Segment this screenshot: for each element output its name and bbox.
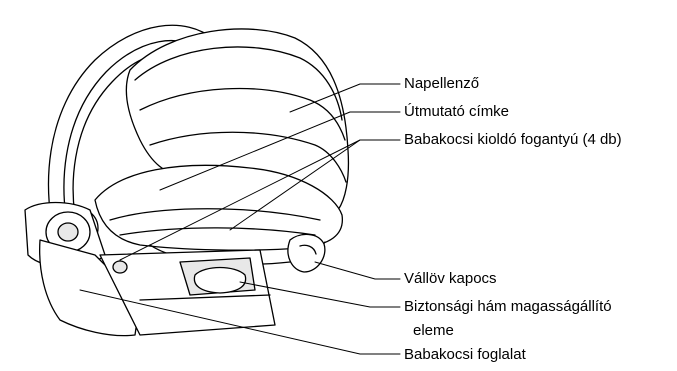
adjuster-button — [194, 268, 245, 294]
label-stroller-mount: Babakocsi foglalat — [404, 346, 526, 363]
label-harness-adjuster-line1: Biztonsági hám magasságállító — [404, 298, 612, 315]
label-harness-adjuster-line2: eleme — [413, 322, 454, 339]
handle-hub-center — [58, 223, 78, 241]
release-knob — [113, 261, 127, 273]
shoulder-belt-clip — [288, 234, 325, 272]
leader-line-shoulder-clip — [315, 262, 400, 279]
label-stroller-release-handle: Babakocsi kioldó fogantyú (4 db) — [404, 131, 622, 148]
label-guide-label: Útmutató címke — [404, 103, 509, 120]
label-sun-canopy: Napellenző — [404, 75, 479, 92]
label-shoulder-belt-clip: Vállöv kapocs — [404, 270, 497, 287]
